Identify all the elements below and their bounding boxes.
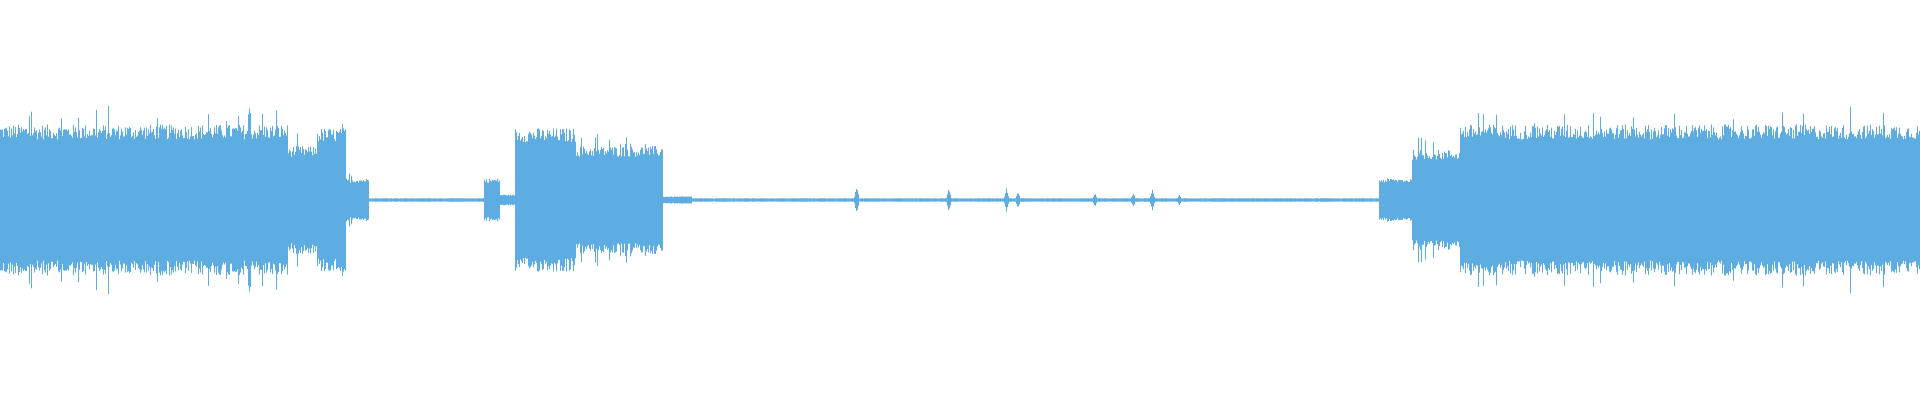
- waveform-bars: [0, 106, 1920, 294]
